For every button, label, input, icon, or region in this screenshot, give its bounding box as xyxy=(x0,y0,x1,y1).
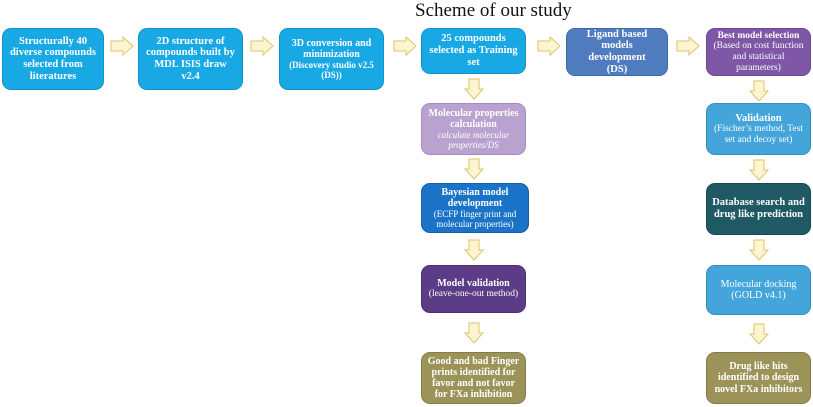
box-3d-conversion: 3D conversion and minimization (Discover… xyxy=(279,28,384,90)
box-line: selected from xyxy=(23,59,83,70)
box-molecular-properties: Molecular properties calculation calcula… xyxy=(421,103,526,155)
box-line: (GOLD v4.1) xyxy=(731,290,786,301)
arrow-down-icon xyxy=(749,323,769,345)
box-line: Structurally 40 xyxy=(19,35,87,47)
box-line: 2D structure of xyxy=(156,35,225,47)
box-line: Database search and xyxy=(712,197,805,209)
box-line: development xyxy=(588,52,646,63)
arrow-right-icon xyxy=(250,36,274,56)
box-line: calculation xyxy=(450,118,497,130)
box-line: set xyxy=(467,56,480,68)
box-database-search: Database search and drug like prediction xyxy=(706,183,811,235)
box-best-model: Best model selection (Based on cost func… xyxy=(706,28,811,76)
box-line: calculate molecular xyxy=(437,130,510,141)
box-line: (Fischer’s method, Test xyxy=(714,124,803,135)
box-bayesian-model: Bayesian model development (ECFP finger … xyxy=(421,183,529,233)
box-line: Molecular properties xyxy=(428,107,519,119)
box-line: identified to design xyxy=(717,372,800,384)
box-model-validation: Model validation (leave-one-out method) xyxy=(421,265,526,313)
arrow-down-icon xyxy=(464,239,484,261)
box-line: drug like prediction xyxy=(713,209,804,220)
box-2d-structure: 2D structure of compounds built by MDL I… xyxy=(138,28,243,90)
box-line: Ligand based models xyxy=(586,28,648,52)
box-molecular-docking: Molecular docking (GOLD v4.1) xyxy=(706,265,811,315)
arrow-right-icon xyxy=(110,36,134,56)
arrow-down-icon xyxy=(749,80,769,102)
box-line: Best model selection xyxy=(717,30,800,41)
box-training-set: 25 compounds selected as Training set xyxy=(421,28,526,74)
box-line: (DS) xyxy=(606,63,628,75)
box-line: literatures xyxy=(29,70,77,82)
arrow-right-icon xyxy=(676,36,700,56)
box-line: for FXa inhibition xyxy=(434,389,513,401)
box-line: novel FXa inhibitors xyxy=(714,383,803,395)
box-line: (leave-one-out method) xyxy=(428,289,519,300)
box-line: Molecular docking xyxy=(720,278,797,290)
arrow-down-icon xyxy=(749,239,769,261)
box-line: compounds built by xyxy=(146,47,235,59)
box-line: 25 compounds xyxy=(441,33,506,45)
arrow-down-icon xyxy=(749,159,769,181)
box-line: Bayesian model xyxy=(441,186,509,198)
diagram-title: Scheme of our study xyxy=(415,0,572,21)
box-line: set and decoy set) xyxy=(724,134,793,145)
box-finger-prints: Good and bad Finger prints identified fo… xyxy=(421,352,526,404)
arrow-down-icon xyxy=(464,78,484,100)
box-line: Validation xyxy=(735,112,782,124)
box-line: (DS)) xyxy=(321,70,342,81)
box-line: favor and not favor xyxy=(432,378,515,389)
box-line: minimization xyxy=(303,48,360,60)
box-line: 3D conversion and xyxy=(291,37,372,49)
box-line: development xyxy=(447,197,503,209)
box-line: and statistical xyxy=(732,52,785,62)
box-line: (Discovery studio v2.5 xyxy=(289,60,374,71)
box-line: Model validation xyxy=(437,278,510,290)
box-compound-selection: Structurally 40 diverse compounds select… xyxy=(2,28,104,90)
box-line: Good and bad Finger xyxy=(427,355,520,367)
arrow-down-icon xyxy=(464,322,484,344)
box-line: selected as Training xyxy=(429,45,518,57)
arrow-down-icon xyxy=(464,158,484,180)
box-validation: Validation (Fischer’s method, Test set a… xyxy=(706,103,811,155)
box-drug-like-hits: Drug like hits identified to design nove… xyxy=(706,352,811,404)
box-line: (ECFP finger print and xyxy=(433,209,517,220)
arrow-right-icon xyxy=(393,36,417,56)
box-line: (Based on cost function xyxy=(713,41,804,52)
box-line: molecular properties) xyxy=(436,219,514,230)
box-line: parameters) xyxy=(736,62,781,73)
arrow-right-icon xyxy=(537,36,561,56)
box-line: Drug like hits xyxy=(729,361,788,373)
box-ligand-models: Ligand based models development (DS) xyxy=(566,28,668,76)
box-line: diverse compounds xyxy=(9,47,97,59)
box-line: prints identified for xyxy=(431,366,516,378)
box-line: MDL ISIS draw v2.4 xyxy=(154,59,227,82)
box-line: properties/DS xyxy=(448,140,499,151)
